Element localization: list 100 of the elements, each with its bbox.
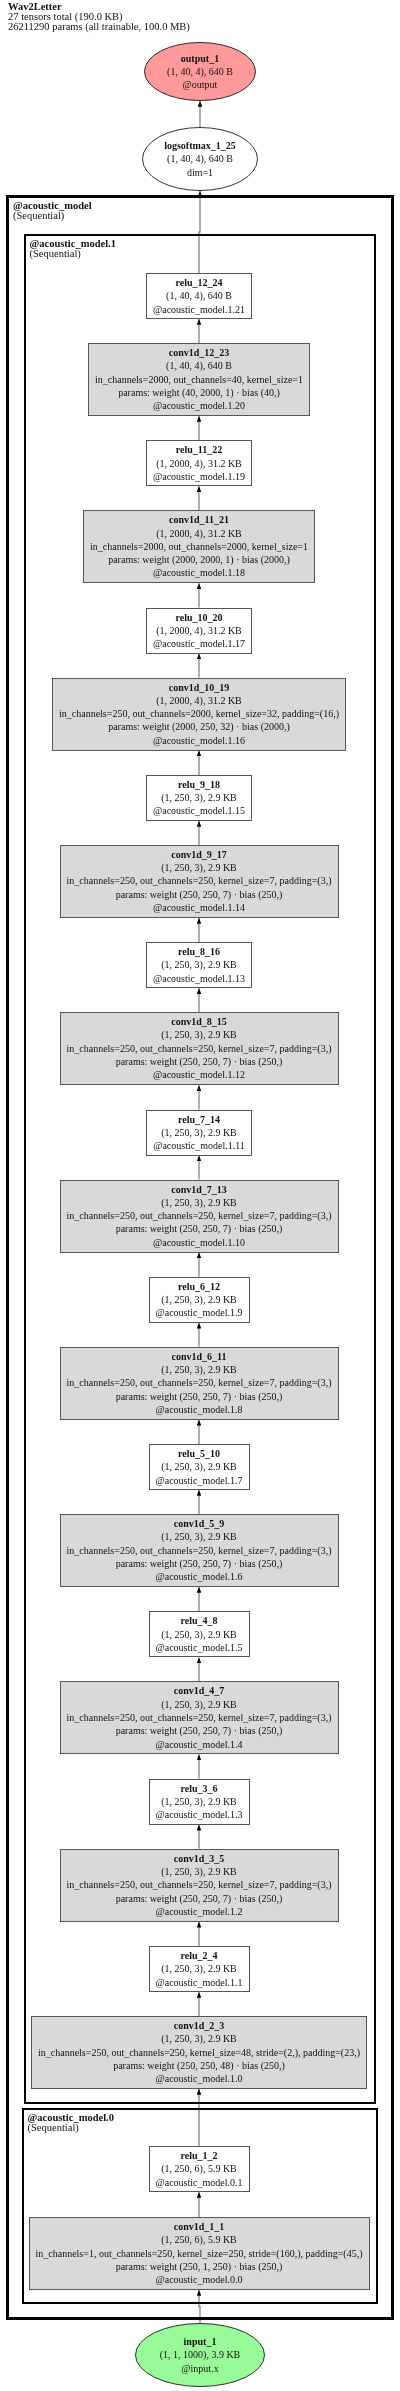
layer-detail: params: weight (40, 2000, 1) · bias (40,) — [118, 385, 280, 400]
layer-box — [88, 343, 310, 416]
arrow — [196, 1419, 202, 1445]
layer-name: relu_6_12 — [177, 1279, 220, 1294]
layer-box — [59, 1012, 339, 1086]
arrow — [196, 485, 202, 511]
layer-detail: in_channels=250, out_channels=250, kernel_size=7, padding=(3,) — [66, 1209, 332, 1223]
layer-box — [31, 2016, 367, 2089]
layer-detail: @acoustic_model.1.18 — [153, 566, 245, 580]
layer-detail: params: weight (250, 250, 7) · bias (250,) — [115, 1724, 283, 1738]
layer-detail: (1, 250, 3), 2.9 KB — [161, 958, 237, 972]
layer-name: relu_11_22 — [175, 443, 223, 457]
layer-box — [146, 607, 252, 654]
layer-detail: @acoustic_model.1.12 — [153, 1068, 245, 1082]
layer-detail: (1, 250, 3), 2.9 KB — [161, 1865, 237, 1879]
module-type: (Sequential) — [29, 248, 81, 259]
layer-detail: (1, 250, 3), 2.9 KB — [161, 1195, 237, 1210]
module-title: @acoustic_model — [13, 201, 92, 211]
layer-box — [148, 2146, 250, 2192]
output-ellipse — [144, 42, 256, 101]
layer-detail: (1, 250, 3), 2.9 KB — [161, 1125, 237, 1140]
layer-box — [148, 1778, 250, 1825]
layer-detail: (1, 250, 3), 2.9 KB — [161, 1028, 237, 1042]
arrow — [196, 1489, 202, 1515]
layer-detail: in_channels=2000, out_channels=2000, kernel_size=1 — [90, 539, 308, 554]
layer-detail: (1, 250, 3), 2.9 KB — [161, 1530, 237, 1544]
layer-box — [146, 440, 252, 487]
layer-name: conv1d_9_17 — [171, 847, 227, 862]
layer-box — [146, 774, 252, 821]
layer-detail: @acoustic_model.1.13 — [153, 971, 245, 986]
layer-detail: @output — [182, 78, 218, 92]
layer-detail: params: weight (250, 250, 7) · bias (250,) — [115, 1055, 283, 1069]
arrow — [197, 190, 203, 274]
layer-detail: in_channels=2000, out_channels=40, kernel_size=1 — [95, 372, 303, 386]
arrow — [196, 652, 202, 679]
layer-detail: dim=1 — [186, 165, 214, 179]
layer-detail: (1, 2000, 4), 31.2 KB — [156, 526, 242, 540]
layer-detail: in_channels=1, out_channels=250, kernel_size=250, stride=(160,), padding=(45,) — [35, 2246, 363, 2260]
layer-box — [28, 2217, 370, 2290]
layer-name: conv1d_8_15 — [171, 1015, 227, 1029]
module-container — [23, 233, 376, 2104]
arrow — [196, 987, 202, 1013]
layer-detail: @acoustic_model.1.2 — [155, 1904, 243, 1919]
layer-detail: params: weight (250, 250, 48) · bias (250,) — [113, 2058, 285, 2073]
layer-name: conv1d_10_19 — [168, 680, 230, 694]
layer-detail: (1, 2000, 4), 31.2 KB — [156, 623, 242, 638]
layer-detail: (1, 40, 4), 640 B — [166, 359, 232, 373]
arrow — [196, 2088, 202, 2147]
layer-name: conv1d_6_11 — [171, 1349, 227, 1364]
layer-detail: @acoustic_model.1.5 — [155, 1641, 243, 1655]
layer-detail: @acoustic_model.1.3 — [155, 1808, 243, 1822]
layer-name: conv1d_7_13 — [171, 1182, 227, 1196]
arrow — [196, 2191, 202, 2218]
layer-detail: @acoustic_model.1.17 — [153, 637, 245, 651]
layer-detail: @acoustic_model.0.0 — [155, 2273, 243, 2287]
arrow — [196, 582, 202, 609]
layer-name: conv1d_5_9 — [173, 1517, 225, 1531]
arrow — [196, 1824, 202, 1850]
layer-name: relu_2_4 — [180, 1949, 218, 1963]
arrow — [196, 1753, 202, 1780]
layer-detail: (1, 250, 3), 2.9 KB — [161, 2032, 237, 2046]
layer-detail: params: weight (2000, 250, 32) · bias (2000,) — [108, 720, 290, 734]
layer-detail: @acoustic_model.1.10 — [153, 1235, 245, 1249]
operation-ellipse — [142, 127, 258, 191]
layer-box — [59, 1514, 339, 1588]
layer-detail: in_channels=250, out_channels=250, kernel_size=7, padding=(3,) — [66, 874, 332, 888]
arrow — [196, 917, 202, 943]
layer-name: relu_8_16 — [177, 945, 220, 959]
arrow — [197, 100, 203, 128]
layer-name: relu_9_18 — [177, 777, 220, 792]
layer-detail: (1, 250, 3), 2.9 KB — [161, 1962, 237, 1976]
layer-detail: (1, 1, 1000), 3.9 KB — [159, 2348, 241, 2362]
layer-detail: @acoustic_model.1.15 — [153, 804, 245, 818]
layer-detail: params: weight (250, 250, 7) · bias (250,) — [115, 887, 283, 902]
layer-detail: @acoustic_model.0.1 — [155, 2175, 243, 2189]
layer-box — [146, 1109, 252, 1156]
module-type: (Sequential) — [27, 2122, 79, 2133]
diagram-title: Wav2Letter — [8, 2, 62, 12]
layer-name: logsoftmax_1_25 — [164, 139, 236, 153]
layer-detail: (1, 250, 3), 2.9 KB — [161, 861, 237, 875]
layer-detail: (1, 250, 6), 5.9 KB — [161, 2162, 237, 2176]
layer-detail: in_channels=250, out_channels=250, kernel_size=7, padding=(3,) — [66, 1543, 332, 1557]
layer-name: conv1d_4_7 — [173, 1684, 225, 1698]
arrow — [196, 1322, 202, 1348]
layer-name: relu_3_6 — [180, 1781, 218, 1795]
layer-detail: @acoustic_model.1.9 — [155, 1306, 243, 1320]
layer-detail: (1, 250, 3), 2.9 KB — [161, 1795, 237, 1809]
layer-detail: params: weight (250, 250, 7) · bias (250,) — [115, 1891, 283, 1905]
layer-detail: @acoustic_model.1.4 — [155, 1737, 243, 1751]
layer-box — [52, 677, 346, 751]
module-container — [6, 195, 394, 2320]
input-ellipse — [135, 2323, 265, 2387]
layer-name: relu_4_8 — [180, 1614, 218, 1628]
layer-detail: (1, 40, 4), 640 B — [167, 64, 233, 79]
layer-detail: (1, 40, 4), 640 B — [167, 152, 233, 166]
layer-detail: @acoustic_model.1.7 — [155, 1473, 243, 1487]
layer-detail: params: weight (250, 250, 7) · bias (250,) — [115, 1557, 283, 1571]
layer-name: conv1d_2_3 — [173, 2019, 225, 2033]
layer-box — [59, 1179, 339, 1253]
layer-detail: @acoustic_model.1.0 — [155, 2072, 243, 2086]
